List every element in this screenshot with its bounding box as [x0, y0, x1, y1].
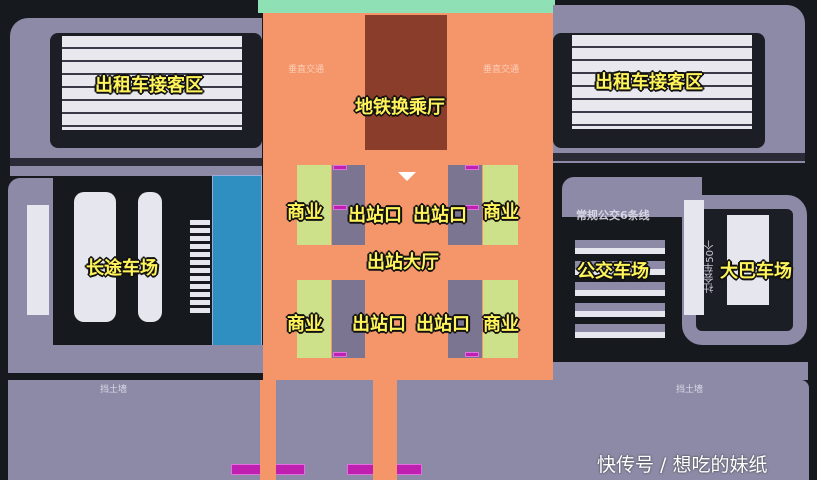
exit-block: [332, 280, 365, 358]
hall-stem-right-over: [373, 380, 397, 480]
taxi-pickup-right-label: 出租车接客区: [595, 72, 703, 93]
gate-marker: [333, 165, 347, 170]
bus-bay: [138, 192, 162, 322]
exit-label: 出站口: [352, 314, 406, 335]
long-distance-bus-label: 长途车场: [86, 258, 158, 279]
vertical-traffic-label: 垂直交通: [288, 65, 325, 75]
road-bottom-right: [553, 362, 808, 380]
bus-lines-label: 常规公交6条线: [576, 209, 650, 222]
bus-bays: [575, 240, 665, 340]
exit-block: [448, 280, 482, 358]
exit-hall-label: 出站大厅: [367, 252, 439, 273]
gate-marker: [333, 205, 347, 210]
social-cars-label: 社会车50个: [705, 240, 716, 293]
retaining-block-left: [8, 380, 260, 480]
commercial-block: [297, 280, 331, 358]
exit-label: 出站口: [416, 314, 470, 335]
gate-marker: [465, 205, 479, 210]
taxi-grid-left: [62, 36, 242, 130]
taxi-pickup-left-label: 出租车接客区: [95, 75, 203, 96]
coach-stall: [684, 200, 704, 315]
gate-marker: [333, 352, 347, 357]
retaining-block-right: [397, 380, 809, 480]
bus-depot-label: 公交车场: [577, 261, 649, 282]
exit-label: 出站口: [413, 205, 467, 226]
bus-bay: [27, 205, 49, 315]
top-strip: [258, 0, 555, 13]
commercial-label: 商业: [287, 314, 323, 335]
watermark: 快传号 / 想吃的妹纸: [597, 454, 768, 476]
bus-bay: [74, 192, 116, 322]
commercial-label: 商业: [483, 314, 519, 335]
commercial-block: [297, 165, 331, 245]
exit-label: 出站口: [348, 205, 402, 226]
coach-stall: [727, 215, 769, 305]
retaining-wall-label: 挡土墙: [676, 385, 704, 395]
vertical-traffic-label: 垂直交通: [483, 65, 520, 75]
service-building: [212, 175, 262, 347]
commercial-block: [483, 165, 518, 245]
taxi-lane-right: [553, 153, 805, 161]
metro-hall-label: 地铁换乘厅: [355, 97, 445, 118]
retaining-wall-label: 挡土墙: [100, 385, 128, 395]
road-bottom-left: [8, 345, 263, 373]
commercial-label: 商业: [287, 202, 323, 223]
taxi-grid-right: [572, 35, 752, 129]
hall-stem-left-over: [260, 380, 276, 480]
commercial-label: 商业: [483, 202, 519, 223]
retaining-block-mid: [276, 380, 373, 480]
commercial-block: [483, 280, 518, 358]
metro-hall-area: [365, 15, 447, 150]
arrow-down-icon: [398, 172, 416, 181]
coach-depot-label: 大巴车场: [720, 261, 792, 282]
taxi-lane-left: [10, 158, 262, 166]
gate-marker: [465, 165, 479, 170]
crosswalk: [190, 220, 210, 315]
bus-road: [562, 177, 702, 217]
gate-marker: [465, 352, 479, 357]
